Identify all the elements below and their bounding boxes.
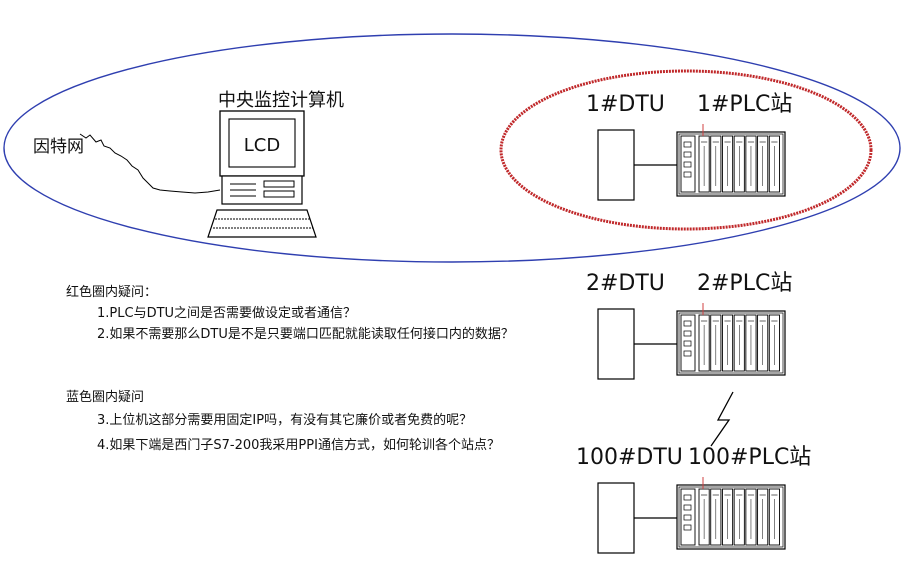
dtu1-label: 1#DTU	[586, 92, 665, 117]
dtu2-box	[597, 308, 635, 380]
plc-cpu-led	[683, 320, 692, 327]
plc-cpu-led	[683, 514, 692, 521]
red-circle	[499, 69, 873, 231]
central-computer-label: 中央监控计算机	[218, 90, 344, 111]
dtu100-box	[597, 482, 635, 554]
plc-cpu-module	[680, 488, 696, 546]
screen	[228, 118, 296, 168]
red-question-1: 1.PLC与DTU之间是否需要做设定或者通信？	[97, 306, 356, 321]
plc2-rack	[676, 303, 786, 376]
plc100-rack	[676, 477, 786, 550]
plc-rack-inner	[678, 312, 784, 374]
plc100-label: 100#PLC站	[688, 445, 811, 470]
keyboard	[207, 209, 317, 238]
red-question-2: 2.如果不需要那么DTU是不是只要端口匹配就能读取任何接口内的数据？	[97, 326, 514, 342]
station-100: 100#DTU 100#PLC站	[576, 445, 811, 554]
station-1: 1#DTU 1#PLC站	[586, 92, 792, 201]
plc-cpu-led	[683, 151, 692, 158]
plc-cpu-led	[683, 141, 692, 148]
plc2-label: 2#PLC站	[697, 271, 792, 296]
wireless-link	[710, 391, 734, 447]
station-2: 2#DTU 2#PLC站	[586, 271, 792, 380]
plc-cpu-led	[683, 171, 692, 178]
questions-block: 红色圈内疑问： 1.PLC与DTU之间是否需要做设定或者通信？ 2.如果不需要那…	[66, 284, 514, 453]
plc-cpu-led	[683, 340, 692, 347]
plc-cpu-led	[683, 504, 692, 511]
internet-label: 因特网	[33, 137, 84, 157]
plc-rack-inner	[678, 133, 784, 195]
plc1-label: 1#PLC站	[697, 92, 792, 117]
plc-cpu-led	[683, 161, 692, 168]
dtu2-label: 2#DTU	[586, 271, 665, 296]
lcd-label: LCD	[244, 135, 280, 156]
plc-rack-inner	[678, 486, 784, 548]
dtu100-label: 100#DTU	[576, 445, 683, 470]
plc-cpu-module	[680, 314, 696, 372]
blue-question-3: 3.上位机这部分需要用固定IP吗，有没有其它廉价或者免费的呢？	[97, 412, 472, 428]
plc-cpu-led	[683, 494, 692, 501]
plc-cpu-led	[683, 524, 692, 531]
plc1-rack	[676, 124, 786, 197]
red-questions-heading: 红色圈内疑问：	[66, 284, 157, 300]
plc-cpu-led	[683, 350, 692, 357]
plc-cpu-led	[683, 330, 692, 337]
blue-question-4: 4.如果下端是西门子S7-200我采用PPI通信方式，如何轮训各个站点？	[97, 437, 500, 453]
blue-questions-heading: 蓝色圈内疑问	[66, 389, 144, 405]
blue-circle	[3, 33, 901, 263]
dtu1-box	[597, 129, 635, 201]
plc-cpu-module	[680, 135, 696, 193]
internet-cable	[79, 133, 221, 194]
central-computer: 中央监控计算机 LCD	[207, 90, 344, 238]
